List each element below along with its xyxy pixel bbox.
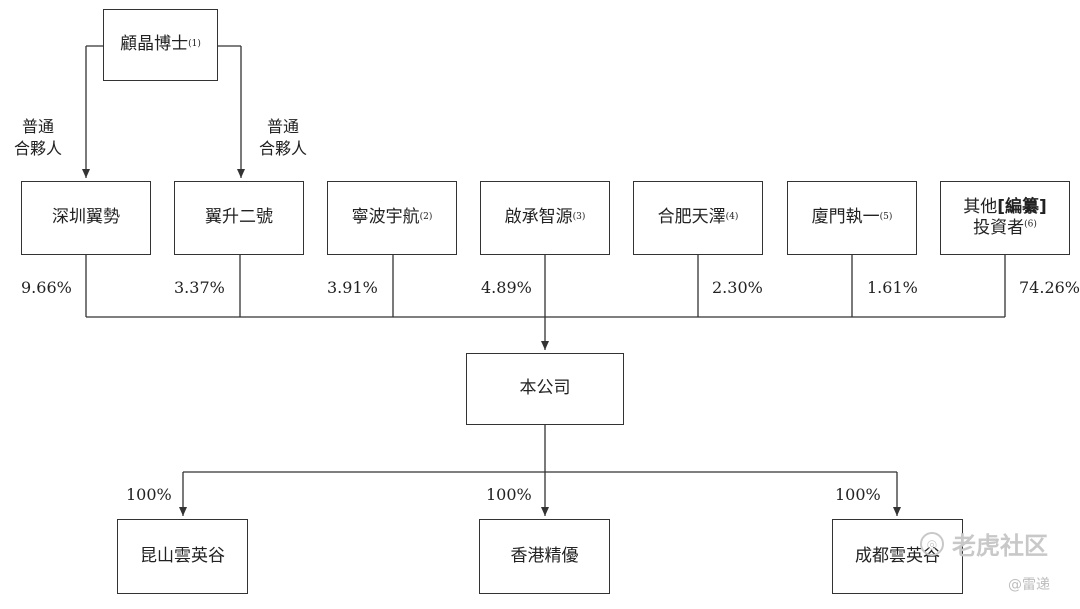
partner-label-line1: 普通	[21, 117, 54, 136]
watermark-handle: @雷递	[1008, 577, 1050, 593]
subsidiary-name: 昆山雲英谷	[140, 545, 225, 566]
shareholder-name: 深圳翼勢	[52, 207, 120, 228]
person-box-gu-jing: 顧晶博士(1)	[103, 9, 218, 81]
shareholder-name-line2: 投資者(6)	[973, 218, 1037, 238]
pct-kunshan: 100%	[126, 485, 172, 504]
general-partner-label-left: 普通 合夥人	[4, 116, 72, 160]
pct-ningbo-yuhang: 3.91%	[327, 278, 378, 297]
shareholder-name: 寧波宇航	[351, 207, 420, 228]
partner-label-line1: 普通	[266, 117, 299, 136]
pct-xiamen-zhiyi: 1.61%	[867, 278, 918, 297]
pct-chengdu: 100%	[835, 485, 881, 504]
shareholder-box-shenzhen-yishi: 深圳翼勢	[21, 181, 151, 255]
watermark-logo: ◎ 老虎社区	[920, 526, 1048, 561]
pct-other-investors: 74.26%	[1019, 278, 1080, 297]
subsidiary-name: 成都雲英谷	[855, 545, 940, 566]
shareholder-name: 合肥天澤	[657, 207, 726, 228]
tiger-community-icon: ◎	[920, 531, 944, 556]
partner-label-line2: 合夥人	[258, 139, 307, 158]
subsidiary-box-hongkong: 香港精優	[479, 519, 610, 594]
company-box: 本公司	[466, 353, 624, 425]
footnote-marker: (1)	[188, 39, 201, 50]
pct-qicheng-zhiyuan: 4.89%	[481, 278, 532, 297]
footnote-marker: (5)	[879, 212, 893, 223]
footnote-marker: (2)	[419, 212, 433, 223]
shareholder-box-hefei-tianze: 合肥天澤(4)	[633, 181, 763, 255]
shareholder-name: 啟承智源	[504, 207, 573, 228]
shareholder-name-line1: 其他[編纂]	[963, 196, 1047, 217]
shareholder-name: 翼升二號	[205, 207, 273, 228]
general-partner-label-right: 普通 合夥人	[249, 116, 317, 160]
shareholder-box-qicheng-zhiyuan: 啟承智源(3)	[480, 181, 610, 255]
footnote-marker: (6)	[1024, 219, 1037, 230]
pct-shenzhen-yishi: 9.66%	[21, 278, 72, 297]
company-name: 本公司	[519, 378, 571, 399]
pct-hongkong: 100%	[486, 485, 532, 504]
subsidiary-name: 香港精優	[510, 545, 579, 566]
watermark-logo-text: 老虎社区	[952, 532, 1048, 560]
person-name: 顧晶博士	[120, 34, 189, 55]
redacted-bracket: [編纂]	[997, 196, 1047, 217]
shareholder-box-other-investors: 其他[編纂] 投資者(6)	[940, 181, 1070, 255]
pct-hefei-tianze: 2.30%	[712, 278, 763, 297]
partner-label-line2: 合夥人	[13, 139, 62, 158]
footnote-marker: (3)	[572, 212, 586, 223]
pct-yisheng-erhao: 3.37%	[174, 278, 225, 297]
shareholder-box-yisheng-erhao: 翼升二號	[174, 181, 304, 255]
shareholder-box-xiamen-zhiyi: 廈門執一(5)	[787, 181, 917, 255]
shareholder-name: 廈門執一	[811, 207, 880, 228]
footnote-marker: (4)	[725, 212, 739, 223]
shareholder-box-ningbo-yuhang: 寧波宇航(2)	[327, 181, 457, 255]
subsidiary-box-chengdu: 成都雲英谷	[832, 519, 963, 594]
subsidiary-box-kunshan: 昆山雲英谷	[117, 519, 248, 594]
